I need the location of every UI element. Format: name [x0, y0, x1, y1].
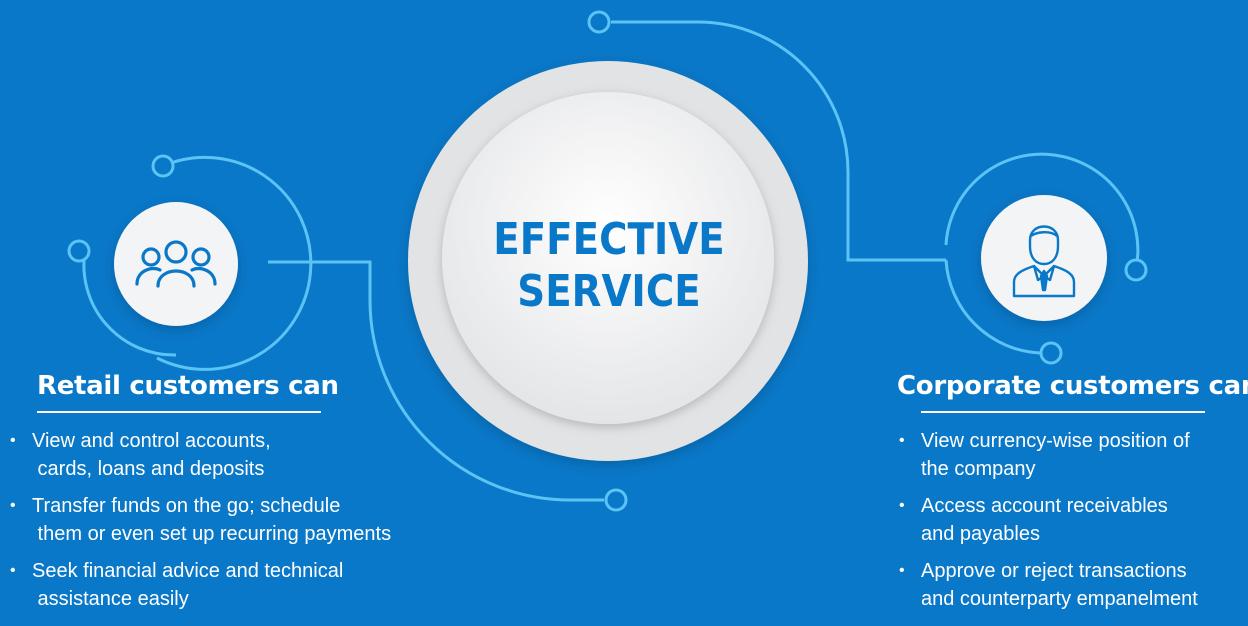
corporate-item-1-text: View currency-wise position of the compa…	[921, 430, 1190, 480]
people-group-icon	[135, 240, 217, 288]
center-circle	[408, 61, 808, 461]
node-ring-retail-left	[67, 239, 91, 263]
businessman-icon	[1012, 225, 1076, 298]
connector-lines	[82, 20, 1140, 502]
retail-orbit-arc	[156, 155, 313, 371]
retail-heading: Retail customers can	[37, 371, 339, 401]
corporate-item-3-text: Approve or reject transactions and count…	[921, 560, 1198, 610]
center-title-line1: EFFECTIVE	[493, 214, 725, 265]
list-item: •Seek financial advice and technical ass…	[8, 557, 391, 613]
center-title: EFFECTIVE SERVICE	[477, 214, 741, 318]
list-item: •Transfer funds on the go; schedule them…	[8, 492, 391, 548]
retail-item-2-text: Transfer funds on the go; schedule them …	[32, 495, 392, 545]
corporate-icon-circle	[981, 195, 1107, 321]
list-item: •View and control accounts, cards, loans…	[8, 427, 391, 483]
list-item: •Approve or reject transactions and coun…	[897, 557, 1198, 613]
center-title-line2: SERVICE	[517, 266, 701, 317]
node-ring-corporate-bottom	[1039, 341, 1063, 365]
node-ring-corporate-right	[1124, 258, 1148, 282]
list-item: •View currency-wise position of the comp…	[897, 427, 1198, 483]
corporate-heading: Corporate customers can	[897, 371, 1248, 401]
retail-list: •View and control accounts, cards, loans…	[8, 427, 391, 622]
retail-orbit-arc-left	[82, 250, 177, 357]
retail-item-3-text: Seek financial advice and technical assi…	[32, 560, 344, 610]
corporate-list: •View currency-wise position of the comp…	[897, 427, 1198, 622]
node-ring-top	[587, 10, 611, 34]
list-item: •Access account receivables and payables	[897, 492, 1198, 548]
retail-icon-circle	[114, 202, 238, 326]
corporate-orbit-arc-right	[944, 152, 1140, 270]
node-ring-bottom	[604, 488, 628, 512]
corporate-orbit-arc	[944, 259, 1041, 355]
node-rings	[67, 10, 1148, 512]
node-ring-retail-top	[151, 154, 175, 178]
retail-item-1-text: View and control accounts, cards, loans …	[32, 430, 271, 480]
connector-top-right	[611, 20, 946, 262]
connector-left-bottom	[268, 260, 604, 502]
retail-heading-rule	[37, 411, 321, 413]
corporate-heading-rule	[921, 411, 1205, 413]
corporate-item-2-text: Access account receivables and payables	[921, 495, 1168, 545]
